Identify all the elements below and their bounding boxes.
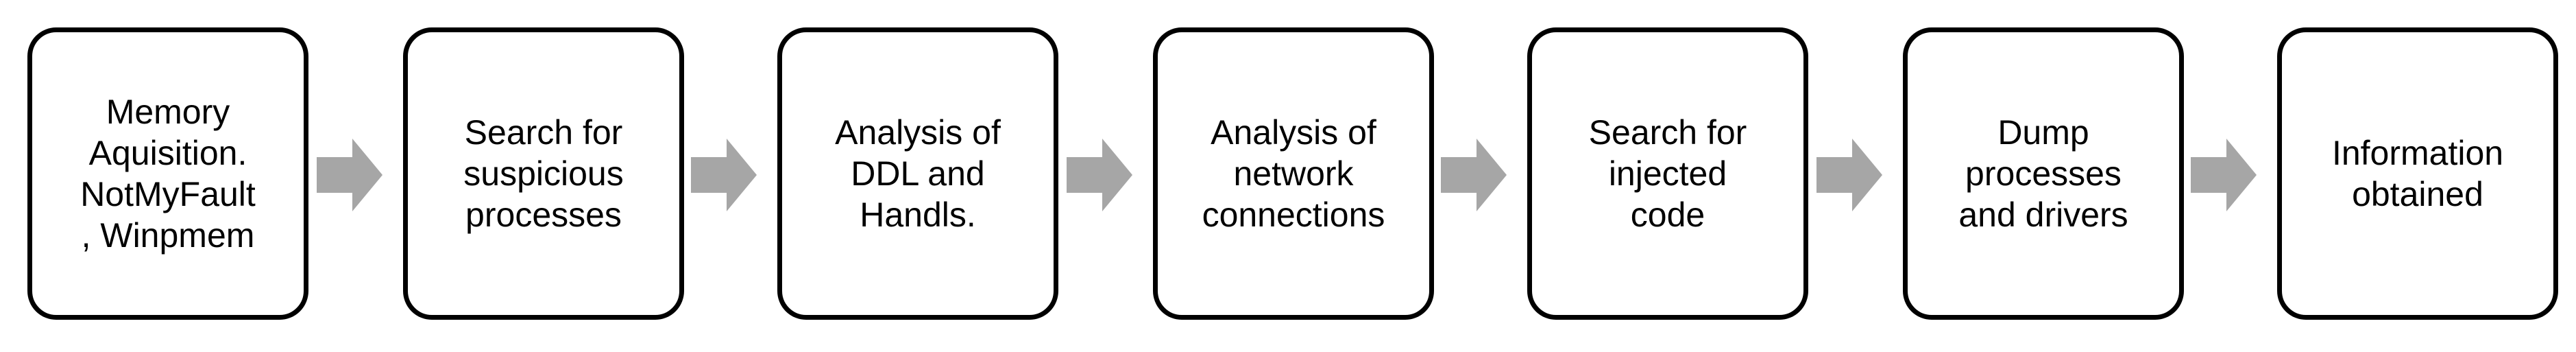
- step-analysis-network-connections: Analysis of network connections: [1153, 27, 1434, 320]
- right-arrow-icon: [1067, 139, 1132, 211]
- step-information-obtained: Information obtained: [2277, 27, 2558, 320]
- right-arrow-icon: [2191, 139, 2257, 211]
- step-label: Search for suspicious processes: [463, 113, 624, 234]
- step-analysis-ddl-handles: Analysis of DDL and Handls.: [777, 27, 1058, 320]
- step-search-injected-code: Search for injected code: [1527, 27, 1808, 320]
- step-label: Dump processes and drivers: [1958, 113, 2128, 234]
- step-label: Memory Aquisition. NotMyFault , Winpmem: [80, 93, 256, 255]
- right-arrow-icon: [317, 139, 382, 211]
- step-label: Information obtained: [2331, 134, 2504, 213]
- step-label: Search for injected code: [1588, 113, 1747, 234]
- right-arrow-icon: [1441, 139, 1507, 211]
- step-label: Analysis of network connections: [1202, 113, 1385, 234]
- step-dump-processes-drivers: Dump processes and drivers: [1903, 27, 2184, 320]
- step-label: Analysis of DDL and Handls.: [835, 113, 1001, 234]
- step-search-suspicious-processes: Search for suspicious processes: [403, 27, 684, 320]
- step-memory-acquisition: Memory Aquisition. NotMyFault , Winpmem: [27, 27, 308, 320]
- right-arrow-icon: [1816, 139, 1882, 211]
- right-arrow-icon: [691, 139, 757, 211]
